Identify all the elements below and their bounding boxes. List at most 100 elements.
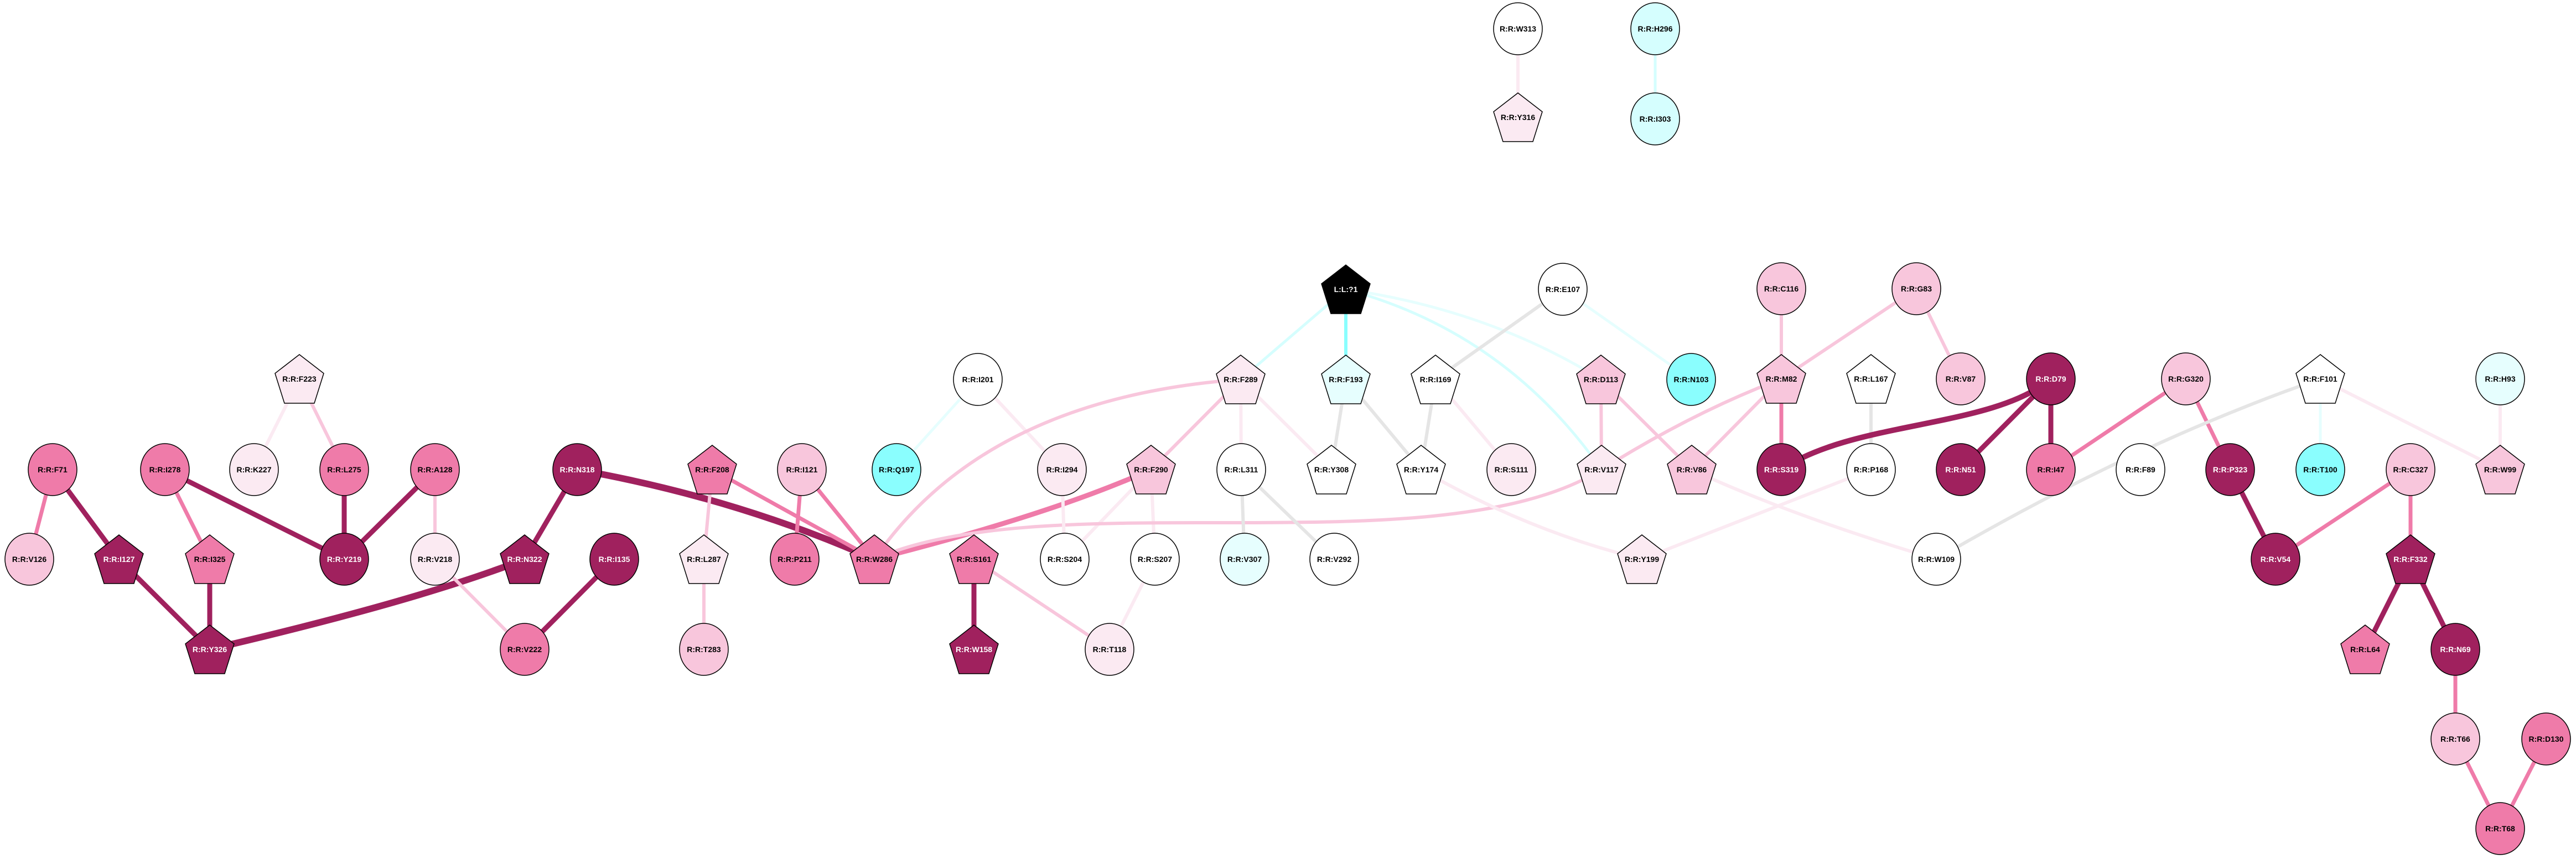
node-h93[interactable]: R:R:H93 xyxy=(2475,352,2525,405)
node-v126[interactable]: R:R:V126 xyxy=(4,533,54,586)
ellipse-node-shape xyxy=(770,533,820,586)
pentagon-node-shape xyxy=(2340,624,2390,674)
node-w286[interactable]: R:R:W286 xyxy=(849,534,899,584)
node-f223[interactable]: R:R:F223 xyxy=(274,354,324,404)
node-y316[interactable]: R:R:Y316 xyxy=(1493,92,1543,142)
node-i325[interactable]: R:R:I325 xyxy=(185,534,235,584)
node-t68[interactable]: R:R:T68 xyxy=(2475,802,2525,855)
node-h296[interactable]: R:R:H296 xyxy=(1630,2,1680,55)
node-w158[interactable]: R:R:W158 xyxy=(949,624,999,674)
pentagon-node-shape xyxy=(2295,354,2345,404)
node-s204[interactable]: R:R:S204 xyxy=(1040,533,1090,586)
node-label: R:R:F289 xyxy=(1224,375,1258,384)
node-l287[interactable]: R:R:L287 xyxy=(679,534,729,584)
node-f193[interactable]: R:R:F193 xyxy=(1321,355,1371,404)
edge-f289-w286 xyxy=(873,378,1241,560)
node-n318[interactable]: R:R:N318 xyxy=(552,443,602,496)
node-q197[interactable]: R:R:Q197 xyxy=(872,443,921,496)
node-w99[interactable]: R:R:W99 xyxy=(2475,445,2525,494)
node-f71[interactable]: R:R:F71 xyxy=(28,443,77,496)
node-t66[interactable]: R:R:T66 xyxy=(2430,712,2480,766)
node-v54[interactable]: R:R:V54 xyxy=(2251,533,2300,586)
node-m82[interactable]: R:R:M82 xyxy=(1756,354,1806,404)
node-i294[interactable]: R:R:I294 xyxy=(1037,443,1087,496)
node-t283[interactable]: R:R:T283 xyxy=(679,623,729,676)
node-v117[interactable]: R:R:V117 xyxy=(1577,445,1626,494)
node-p168[interactable]: R:R:P168 xyxy=(1846,443,1896,496)
node-y308[interactable]: R:R:Y308 xyxy=(1307,445,1356,494)
node-i121[interactable]: R:R:I121 xyxy=(777,443,827,496)
node-label: R:R:S161 xyxy=(957,555,991,564)
node-n51[interactable]: R:R:N51 xyxy=(1936,443,1986,496)
node-n69[interactable]: R:R:N69 xyxy=(2430,623,2480,676)
node-i135[interactable]: R:R:I135 xyxy=(589,533,639,586)
node-n322[interactable]: R:R:N322 xyxy=(500,534,550,584)
ellipse-node-shape xyxy=(1666,353,1716,406)
pentagon-node-shape xyxy=(949,624,999,674)
node-label: R:R:W99 xyxy=(2484,465,2517,474)
node-label: R:R:V307 xyxy=(1227,555,1262,564)
ellipse-node-shape xyxy=(589,533,639,586)
node-i303[interactable]: R:R:I303 xyxy=(1630,92,1680,145)
ellipse-node-shape xyxy=(229,443,279,496)
node-g83[interactable]: R:R:G83 xyxy=(1891,262,1941,315)
node-n103[interactable]: R:R:N103 xyxy=(1666,353,1716,406)
node-d130[interactable]: R:R:D130 xyxy=(2521,712,2571,766)
node-f290[interactable]: R:R:F290 xyxy=(1126,445,1176,494)
node-label: R:R:V292 xyxy=(1317,555,1351,564)
node-w313[interactable]: R:R:W313 xyxy=(1493,2,1543,55)
node-s319[interactable]: R:R:S319 xyxy=(1756,443,1806,496)
node-p211[interactable]: R:R:P211 xyxy=(770,533,820,586)
node-label: R:R:T118 xyxy=(1093,645,1127,654)
ellipse-node-shape xyxy=(1846,443,1896,496)
node-v218[interactable]: R:R:V218 xyxy=(410,533,460,586)
node-c116[interactable]: R:R:C116 xyxy=(1756,262,1806,315)
node-f332[interactable]: R:R:F332 xyxy=(2386,534,2435,584)
node-i201[interactable]: R:R:I201 xyxy=(953,353,1003,406)
node-label: R:R:P211 xyxy=(778,555,812,564)
node-y199[interactable]: R:R:Y199 xyxy=(1617,534,1667,584)
node-y219[interactable]: R:R:Y219 xyxy=(319,533,369,586)
node-l64[interactable]: R:R:L64 xyxy=(2340,624,2390,674)
edge-v86-w109 xyxy=(1691,468,1937,561)
node-d79[interactable]: R:R:D79 xyxy=(2026,352,2076,405)
node-i47[interactable]: R:R:I47 xyxy=(2026,443,2076,496)
pentagon-node-shape xyxy=(1493,92,1543,142)
node-g320[interactable]: R:R:G320 xyxy=(2161,352,2211,405)
node-d113[interactable]: R:R:D113 xyxy=(1576,355,1626,404)
node-v292[interactable]: R:R:V292 xyxy=(1309,533,1359,586)
node-i169[interactable]: R:R:I169 xyxy=(1411,355,1460,404)
node-t118[interactable]: R:R:T118 xyxy=(1085,623,1134,676)
node-l311[interactable]: R:R:L311 xyxy=(1216,443,1266,496)
node-s111[interactable]: R:R:S111 xyxy=(1486,443,1536,496)
node-p323[interactable]: R:R:P323 xyxy=(2205,443,2255,496)
node-f89[interactable]: R:R:F89 xyxy=(2116,443,2165,496)
node-y326[interactable]: R:R:Y326 xyxy=(185,624,235,674)
ellipse-node-shape xyxy=(1037,443,1087,496)
node-w109[interactable]: R:R:W109 xyxy=(1911,533,1961,586)
pentagon-node-shape xyxy=(94,534,144,584)
node-v86[interactable]: R:R:V86 xyxy=(1667,445,1717,494)
node-l1[interactable]: L:L:?1 xyxy=(1321,264,1371,314)
pentagon-node-shape xyxy=(500,534,550,584)
edge-m82-v117 xyxy=(1600,377,1782,471)
node-t100[interactable]: R:R:T100 xyxy=(2295,443,2345,496)
node-i127[interactable]: R:R:I127 xyxy=(94,534,144,584)
node-l275[interactable]: R:R:L275 xyxy=(319,443,369,496)
node-i278[interactable]: R:R:I278 xyxy=(140,443,190,496)
ellipse-node-shape xyxy=(500,623,550,676)
node-s161[interactable]: R:R:S161 xyxy=(949,534,999,584)
node-a128[interactable]: R:R:A128 xyxy=(410,443,460,496)
node-l167[interactable]: R:R:L167 xyxy=(1846,354,1896,404)
node-f208[interactable]: R:R:F208 xyxy=(687,445,737,494)
node-v222[interactable]: R:R:V222 xyxy=(500,623,550,676)
node-s207[interactable]: R:R:S207 xyxy=(1130,533,1180,586)
node-v87[interactable]: R:R:V87 xyxy=(1936,352,1986,405)
node-v307[interactable]: R:R:V307 xyxy=(1220,533,1269,586)
node-f289[interactable]: R:R:F289 xyxy=(1216,355,1266,404)
node-c327[interactable]: R:R:C327 xyxy=(2386,443,2435,496)
node-f101[interactable]: R:R:F101 xyxy=(2295,354,2345,404)
node-e107[interactable]: R:R:E107 xyxy=(1538,263,1588,316)
node-y174[interactable]: R:R:Y174 xyxy=(1396,445,1446,494)
node-k227[interactable]: R:R:K227 xyxy=(229,443,279,496)
